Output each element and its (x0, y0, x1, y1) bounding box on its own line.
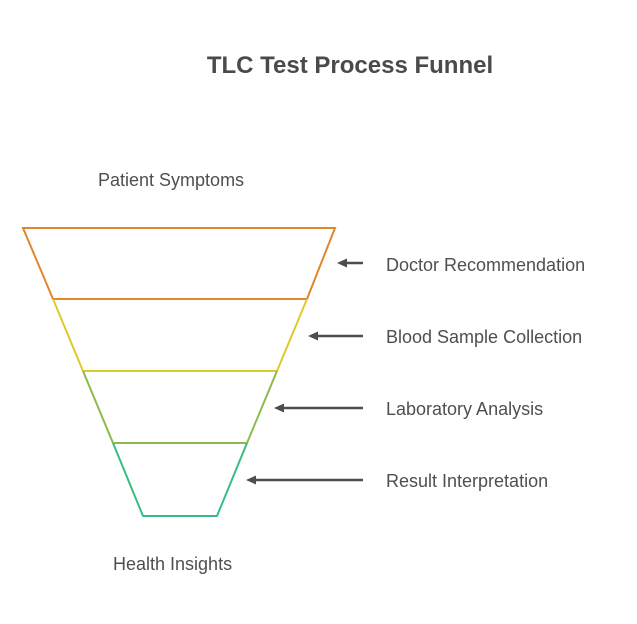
funnel-band-blood-sample-collection (52, 298, 308, 372)
funnel-band-result-interpretation (112, 442, 248, 517)
funnel-output-label: Health Insights (113, 554, 233, 574)
stage-label-laboratory-analysis: Laboratory Analysis (386, 399, 544, 419)
page-title: TLC Test Process Funnel (206, 52, 494, 79)
funnel-band-laboratory-analysis (82, 370, 278, 444)
funnel-band-doctor-recommendation (21, 227, 337, 300)
stage-label-blood-sample-collection: Blood Sample Collection (386, 327, 583, 347)
funnel-input-label: Patient Symptoms (98, 170, 245, 190)
stage-label-doctor-recommendation: Doctor Recommendation (386, 255, 586, 275)
stage-label-result-interpretation: Result Interpretation (386, 471, 549, 491)
